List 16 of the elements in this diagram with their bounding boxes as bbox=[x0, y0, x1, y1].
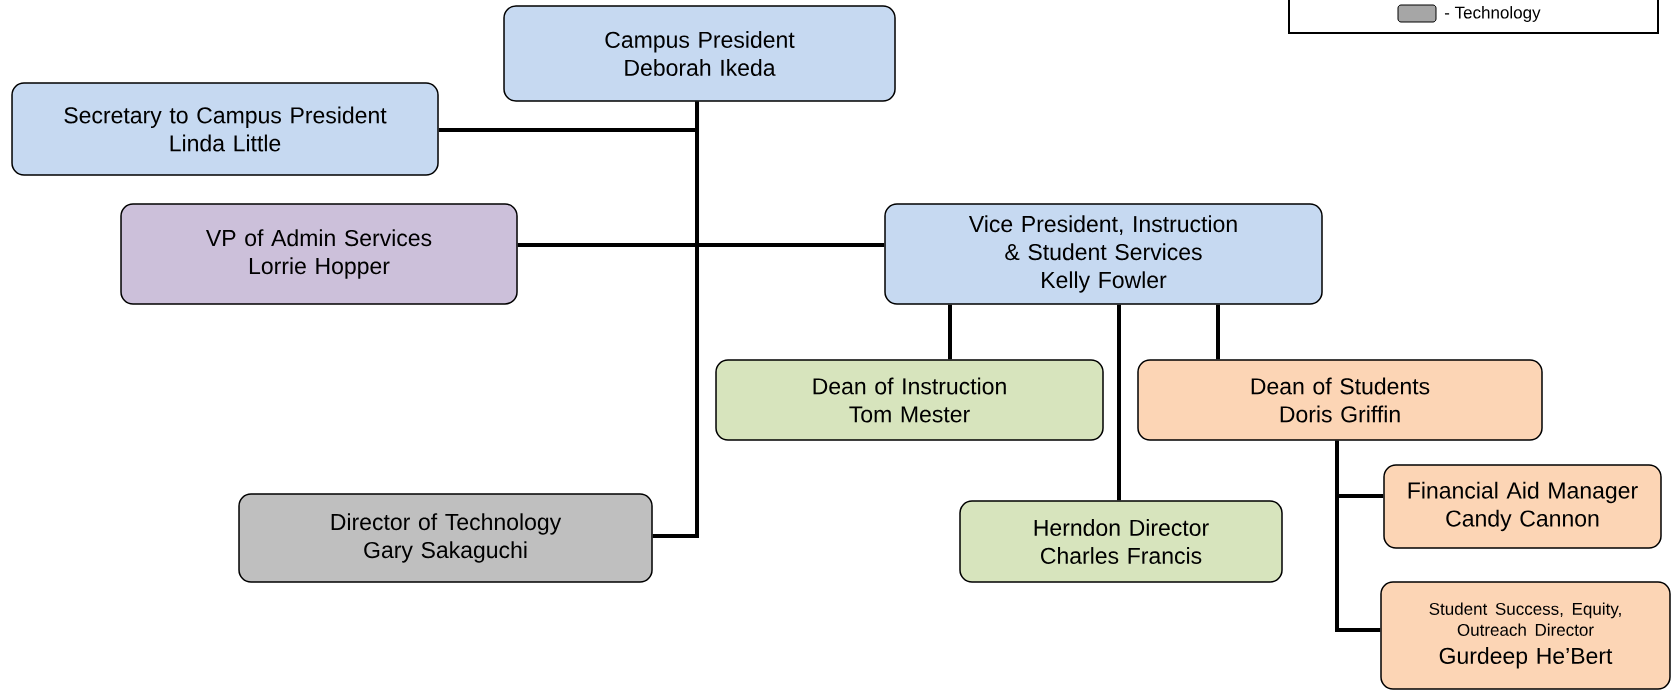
org-box: Dean of Students Doris Griffin bbox=[1137, 359, 1543, 441]
connector-line bbox=[1335, 440, 1381, 632]
connector-line bbox=[1117, 304, 1121, 501]
org-box: Vice President, Instruction & Student Services Kelly Fowler bbox=[884, 203, 1323, 305]
connector-line bbox=[652, 101, 699, 538]
connector-line bbox=[948, 304, 952, 360]
org-box: Secretary to Campus President Linda Little bbox=[11, 82, 439, 176]
org-box: Financial Aid Manager Candy Cannon bbox=[1383, 464, 1662, 549]
org-box: VP of Admin Services Lorrie Hopper bbox=[120, 203, 518, 305]
org-box: Herndon Director Charles Francis bbox=[959, 500, 1283, 583]
connector-line bbox=[1216, 304, 1220, 360]
org-box: Dean of Instruction Tom Mester bbox=[715, 359, 1104, 441]
org-box: Campus President Deborah Ikeda bbox=[503, 5, 896, 102]
legend-label: - Technology bbox=[1444, 6, 1541, 22]
org-box: Director of Technology Gary Sakaguchi bbox=[238, 493, 653, 583]
org-box: Student Success, Equity, Outreach Director Gurdeep He’Bert bbox=[1380, 581, 1671, 690]
